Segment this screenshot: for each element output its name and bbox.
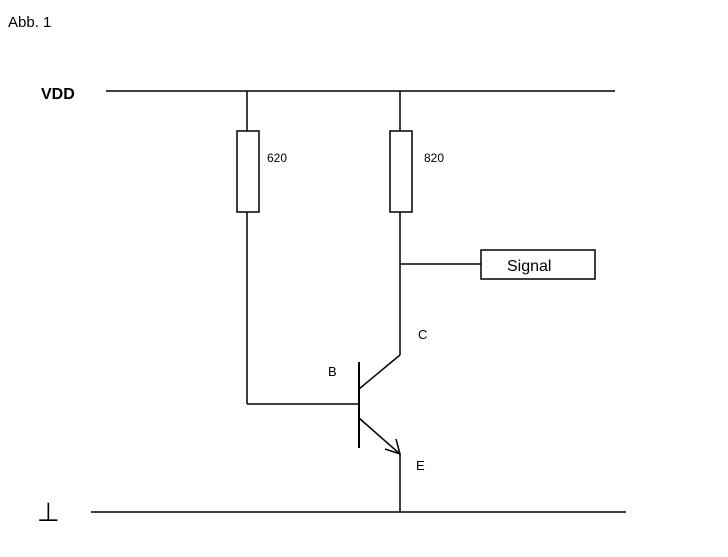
resistor-620	[236, 130, 260, 213]
vdd-label: VDD	[41, 86, 75, 103]
transistor-emitter-lead	[358, 417, 401, 455]
collector-label: C	[418, 327, 427, 342]
figure-title: Abb. 1	[8, 14, 51, 31]
signal-label: Signal	[507, 258, 551, 275]
resistor-820	[389, 130, 413, 213]
transistor-collector-lead	[358, 354, 401, 390]
resistor-620-label: 620	[267, 151, 287, 165]
ground-symbol: ⊥	[37, 497, 60, 527]
base-label: B	[328, 364, 337, 379]
signal-box	[480, 249, 596, 280]
resistor-820-label: 820	[424, 151, 444, 165]
emitter-label: E	[416, 458, 425, 473]
